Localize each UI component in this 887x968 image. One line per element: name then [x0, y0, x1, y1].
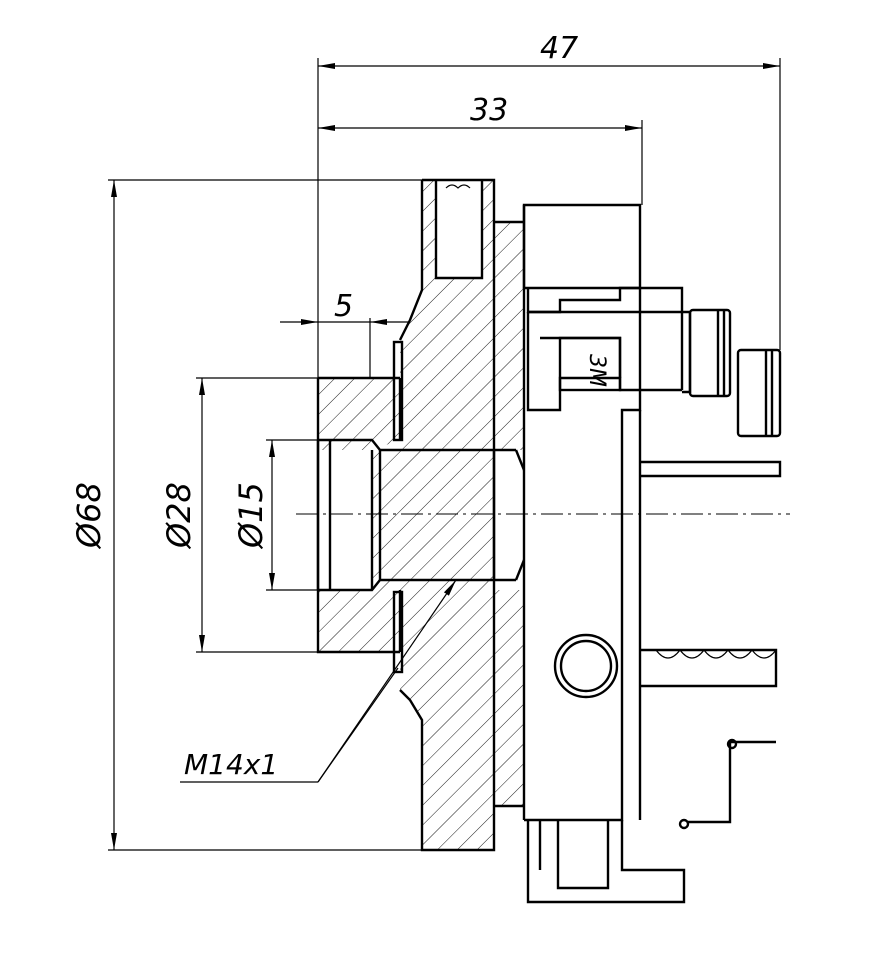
dim-spigot-length: 5: [334, 289, 353, 324]
dim-body-length: 33: [470, 93, 508, 128]
adapter-outline: [316, 178, 526, 852]
dim-outer-diameter: Ø68: [70, 482, 108, 550]
dim-thread: M14x1: [184, 748, 278, 781]
dimension-lines: [108, 58, 781, 851]
chuck-body: [522, 203, 782, 904]
dim-spigot-diameter: Ø28: [160, 482, 198, 550]
dim-bore-diameter: Ø15: [232, 482, 270, 550]
dim-overall-length: 47: [540, 31, 578, 66]
chuck-stamp: 3M: [584, 354, 609, 387]
